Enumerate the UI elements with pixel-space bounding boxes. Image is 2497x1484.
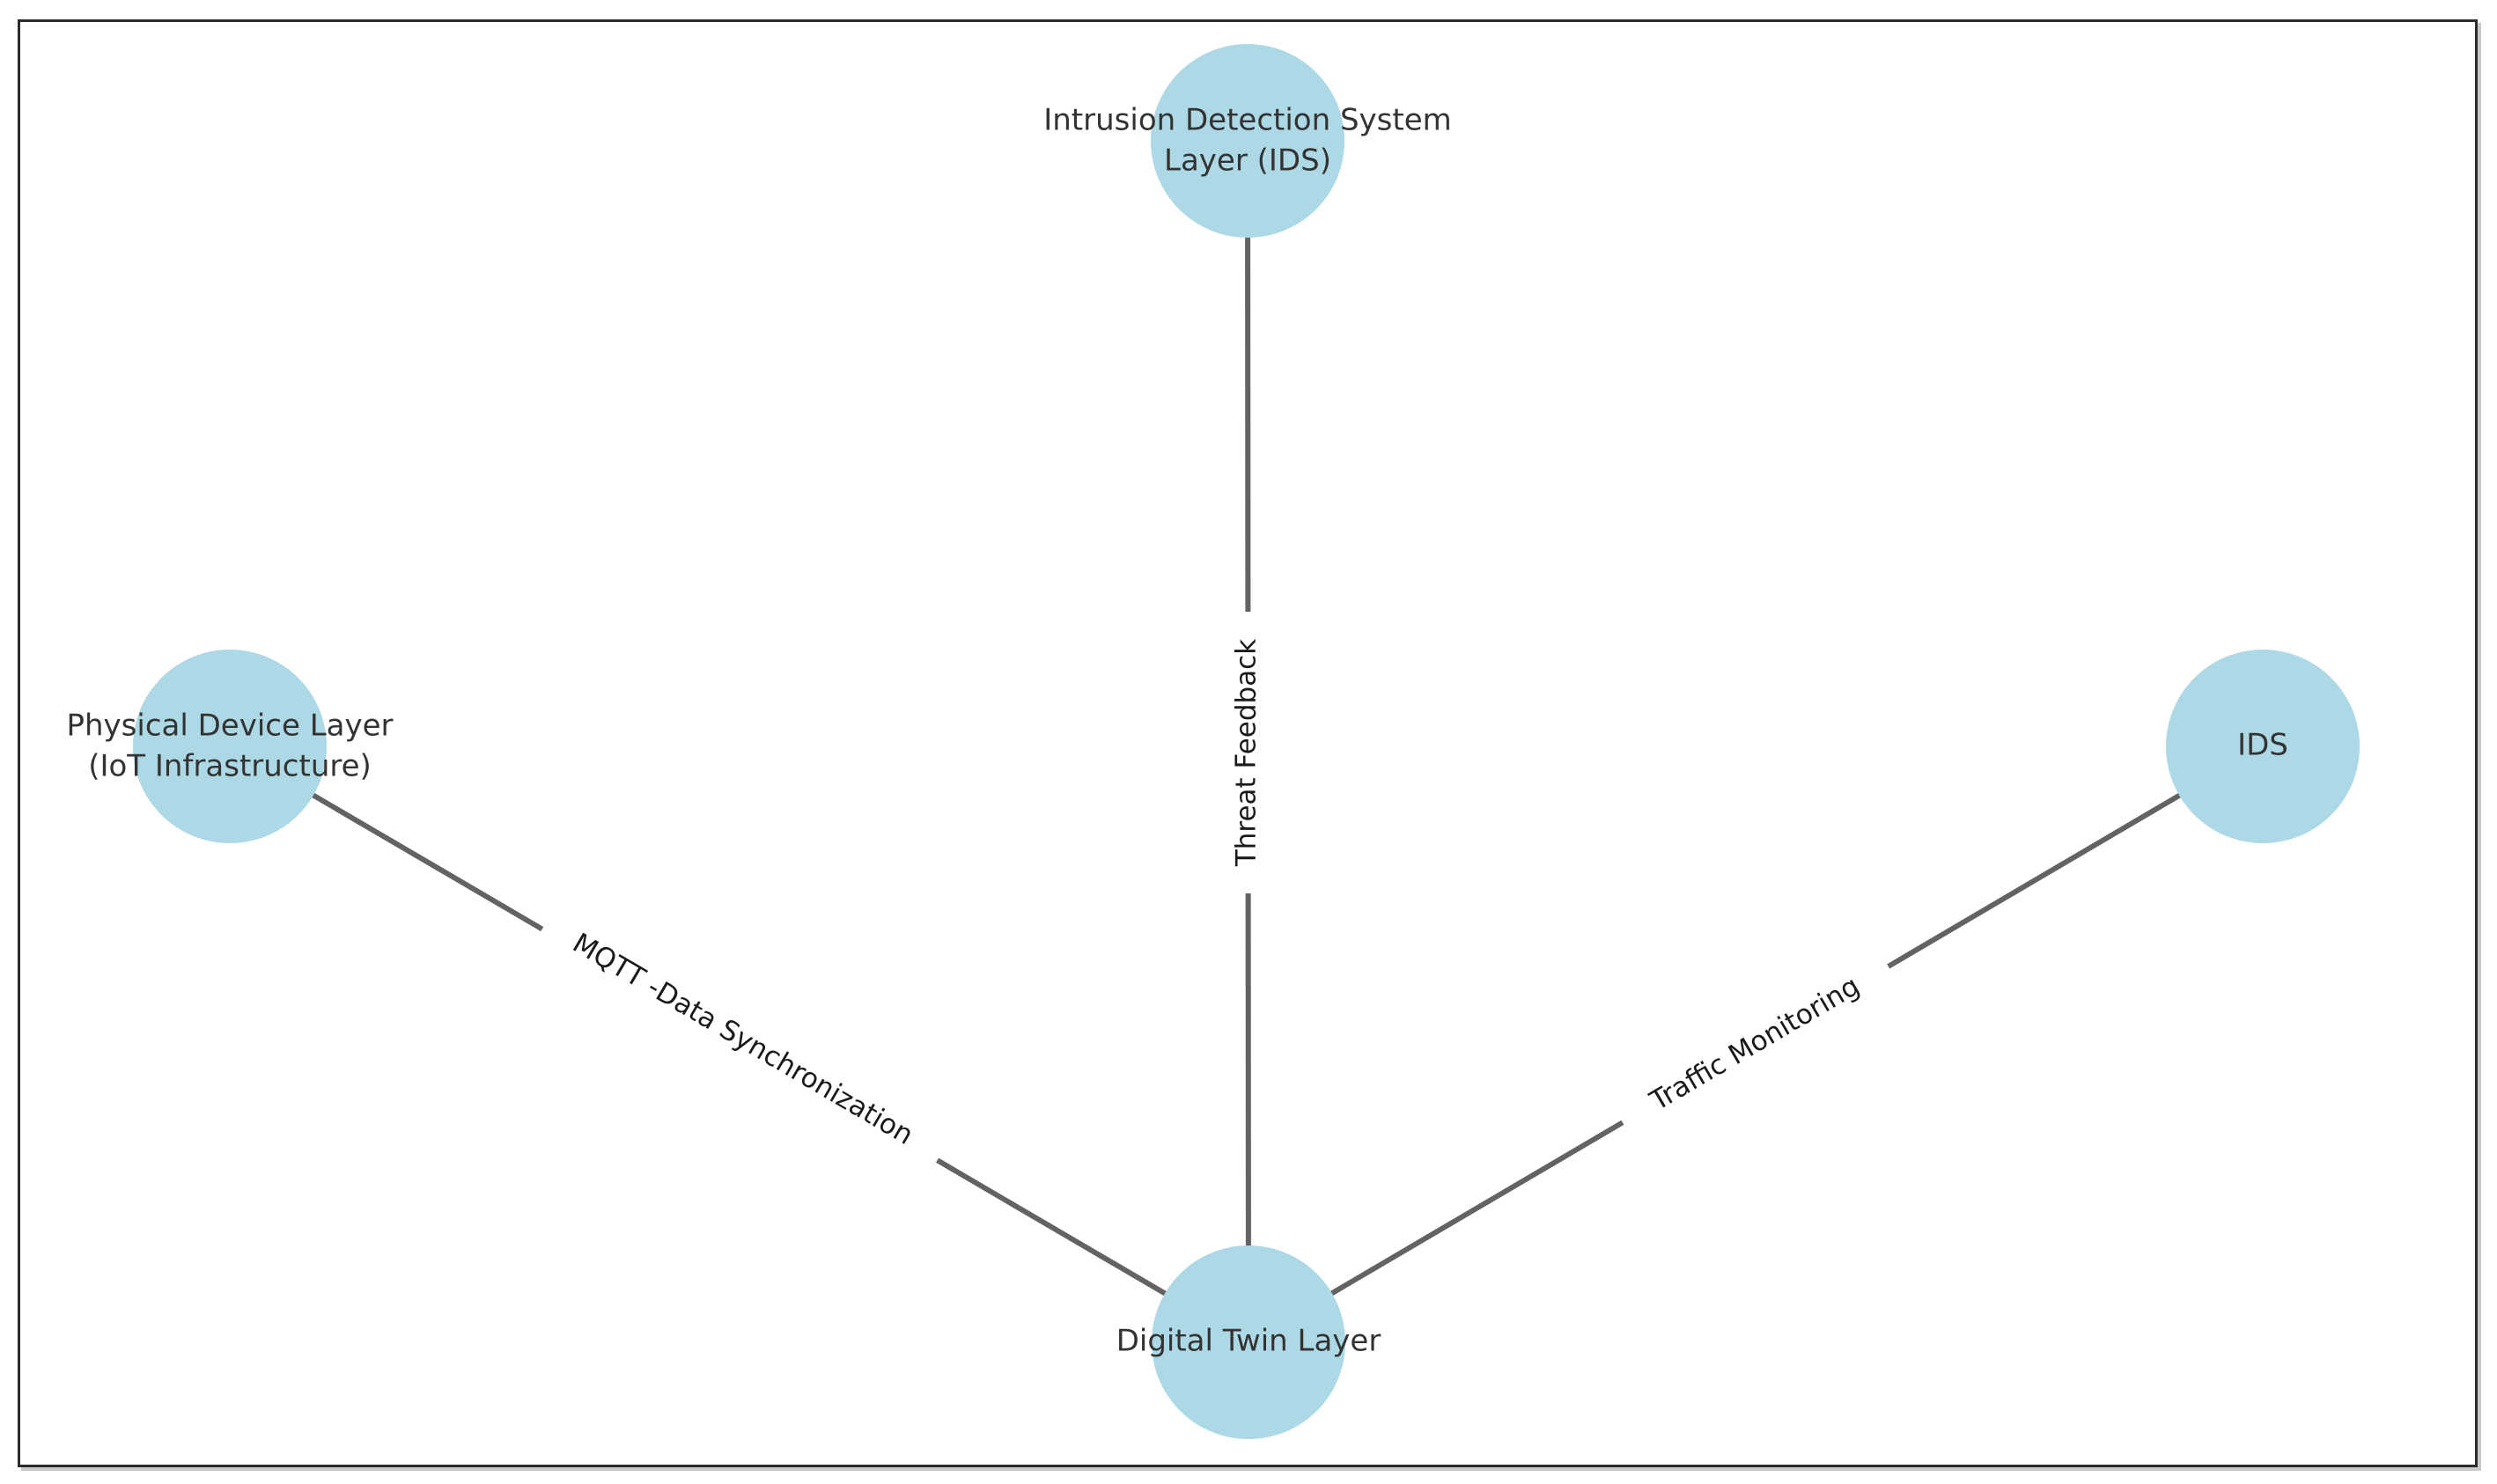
edge-label-threat-feedback-group: Threat Feedback: [1228, 612, 1267, 893]
edge-label-traffic-monitoring-backdrop: [1611, 948, 1900, 1142]
edge-label-traffic-monitoring-group: Traffic Monitoring: [1611, 948, 1900, 1142]
node-physical-device-layer[interactable]: [133, 650, 327, 843]
edge-label-threat-feedback-backdrop: [1228, 612, 1267, 893]
node-layer: [133, 44, 2360, 1439]
node-label-digital-twin-layer: Digital Twin Layer: [1116, 1324, 1381, 1359]
edge-label-mqtt-data-sync-group: MQTT -Data Synchronization: [534, 906, 951, 1175]
node-label-ids: IDS: [2237, 728, 2288, 763]
node-physical-device-layer-circle[interactable]: [133, 650, 327, 843]
node-label-ids-layer-line2: Layer (IDS): [1164, 143, 1331, 179]
node-ids-layer-circle[interactable]: [1151, 44, 1344, 238]
node-label-physical-device-layer-line2: (IoT Infrastructure): [88, 749, 372, 784]
edge-label-layer: Threat Feedback MQTT -Data Synchronizati…: [534, 612, 1900, 1175]
node-label-ids-layer-line1: Intrusion Detection System: [1043, 103, 1452, 138]
edge-label-threat-feedback: Threat Feedback: [1231, 639, 1263, 867]
node-ids-layer[interactable]: [1151, 44, 1344, 238]
edge-label-mqtt-data-sync-backdrop: [534, 906, 951, 1175]
node-digital-twin-layer-circle[interactable]: [1152, 1245, 1345, 1439]
node-ids[interactable]: [2166, 650, 2360, 843]
node-ids-circle[interactable]: [2166, 650, 2360, 843]
edge-label-traffic-monitoring: Traffic Monitoring: [1644, 970, 1865, 1118]
edge-label-mqtt-data-sync: MQTT -Data Synchronization: [567, 927, 918, 1151]
node-label-layer: Intrusion Detection System Layer (IDS) P…: [67, 103, 2288, 1359]
node-digital-twin-layer[interactable]: [1152, 1245, 1345, 1439]
node-label-physical-device-layer-line1: Physical Device Layer: [67, 709, 394, 744]
